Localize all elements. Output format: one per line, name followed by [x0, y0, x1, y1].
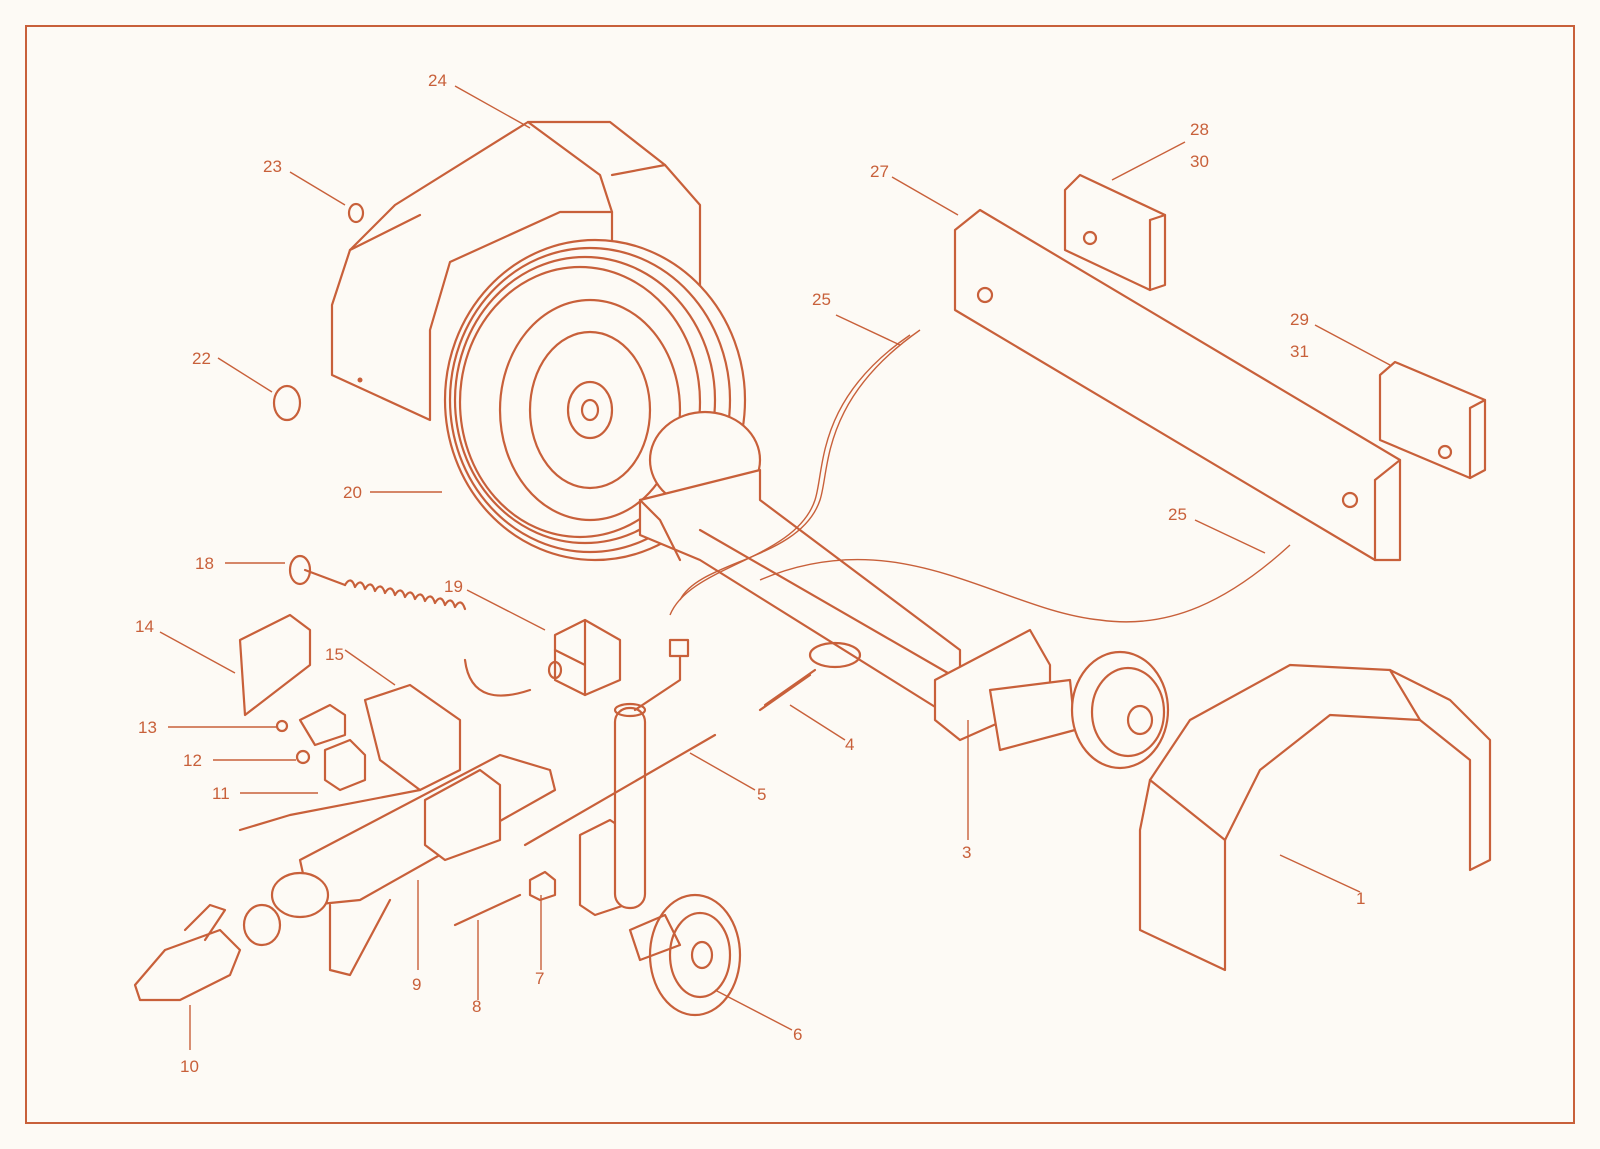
callout-28: 28	[1190, 120, 1209, 139]
plate	[238, 613, 312, 717]
nut-12	[295, 749, 311, 765]
callout-24: 24	[428, 71, 447, 90]
clamp	[323, 738, 367, 792]
callout-29: 29	[1290, 310, 1309, 329]
callout-19: 19	[444, 577, 463, 596]
callout-12: 12	[183, 751, 202, 770]
switch	[298, 703, 347, 747]
callout-1: 1	[1356, 889, 1365, 908]
callout-25-lower: 25	[1168, 505, 1187, 524]
callout-8: 8	[472, 997, 481, 1016]
callout-6: 6	[793, 1025, 802, 1044]
callout-13: 13	[138, 718, 157, 737]
bracket	[363, 683, 462, 792]
coiled-cable	[288, 554, 532, 697]
callout-18: 18	[195, 554, 214, 573]
mudguard	[1138, 663, 1492, 972]
rod-cap	[668, 638, 690, 658]
rod-4	[763, 668, 817, 707]
callout-30: 30	[1190, 152, 1209, 171]
rear-lamp-left	[1063, 173, 1167, 292]
callout-9: 9	[412, 975, 421, 994]
light-bar	[953, 208, 1402, 562]
rod-handle	[633, 648, 682, 712]
rod-4b	[758, 673, 812, 712]
rear-lamp-right	[1378, 360, 1487, 480]
cap-22	[272, 384, 302, 422]
callout-14: 14	[135, 617, 154, 636]
brake-cable-lower	[759, 544, 1291, 623]
axle	[638, 468, 1170, 770]
callout-23: 23	[263, 157, 282, 176]
drawbar	[238, 753, 557, 977]
callout-27: 27	[870, 162, 889, 181]
clip	[528, 870, 557, 902]
callout-3: 3	[962, 843, 971, 862]
cap-23	[347, 202, 365, 224]
diagram-frame	[25, 25, 1575, 1124]
rod-5	[523, 733, 717, 847]
brake-cable-upper	[679, 329, 921, 601]
callout-20: 20	[343, 483, 362, 502]
brake-cable-upper-b	[669, 334, 911, 616]
callout-labels: 24 23 22 20 18 19 14 15 13 12 11 9 10 8 …	[135, 71, 1365, 1076]
callout-4: 4	[845, 735, 854, 754]
leader-lines	[159, 85, 1391, 1050]
nut-13	[275, 719, 289, 733]
jockey-wheel	[578, 702, 742, 1017]
coupling-head	[133, 903, 242, 1002]
callout-22: 22	[192, 349, 211, 368]
pin	[453, 893, 522, 927]
callout-10: 10	[180, 1057, 199, 1076]
callout-5: 5	[757, 785, 766, 804]
callout-31: 31	[1290, 342, 1309, 361]
callout-7: 7	[535, 969, 544, 988]
socket-box	[547, 618, 622, 697]
callout-11: 11	[212, 784, 230, 803]
callout-25-upper: 25	[812, 290, 831, 309]
callout-15: 15	[325, 645, 344, 664]
